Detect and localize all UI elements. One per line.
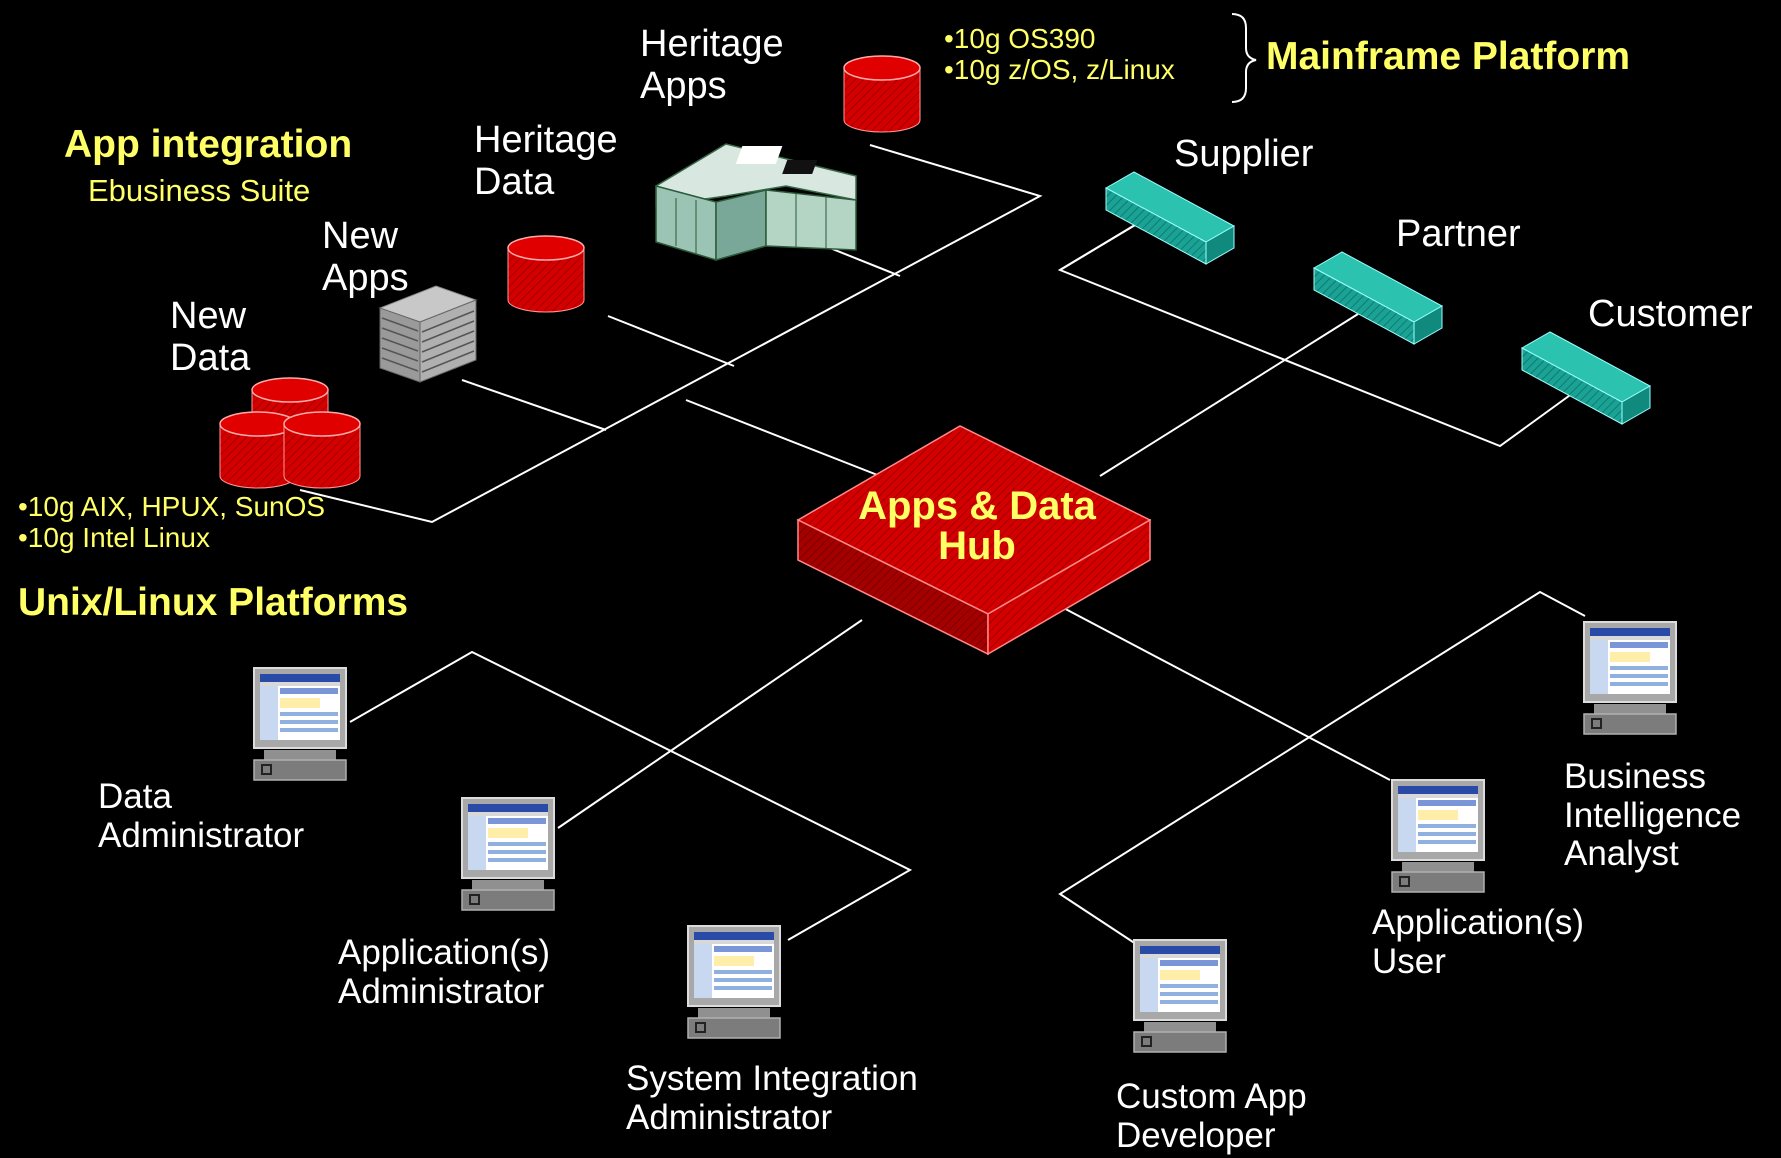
mainframe-platform-title: Mainframe Platform (1266, 35, 1631, 78)
mainframe-cabinet-icon (655, 143, 857, 262)
new-data-database-cluster-icon (219, 377, 361, 489)
app-user-label: Application(s)User (1372, 903, 1585, 981)
customer-box-icon (1521, 331, 1651, 425)
partner-label: Partner (1396, 213, 1521, 255)
customer-label: Customer (1588, 293, 1753, 335)
link-partner (1099, 313, 1359, 477)
link-hub-users (1055, 603, 1391, 781)
heritage-data-database-icon (507, 235, 585, 313)
ebusiness-suite-label: Ebusiness Suite (88, 173, 311, 208)
app-admin-label: Application(s)Administrator (338, 933, 551, 1011)
bi-analyst-workstation-icon (1583, 621, 1677, 735)
link-hub-admins (557, 619, 863, 829)
app-user-workstation-icon (1391, 779, 1485, 893)
server-rack-icon (378, 285, 478, 383)
custom-dev-workstation-icon (1133, 939, 1227, 1053)
unix-platforms-title: Unix/Linux Platforms (18, 581, 409, 624)
connection-lines (299, 144, 1586, 945)
link-hub-backbone (685, 399, 881, 477)
link-data-sys-admin (349, 650, 913, 941)
link-new-apps (461, 379, 607, 431)
app-integration-title: App integration (64, 123, 353, 166)
link-dev-bi (1058, 590, 1586, 945)
sys-int-admin-workstation-icon (687, 925, 781, 1039)
link-supplier (1059, 224, 1136, 271)
app-admin-workstation-icon (461, 797, 555, 911)
unix-os-list: •10g AIX, HPUX, SunOS•10g Intel Linux (18, 491, 326, 553)
link-unix-backbone (299, 144, 1043, 524)
mainframe-brace-icon (1231, 13, 1257, 103)
data-admin-workstation-icon (253, 667, 347, 781)
supplier-box-icon (1105, 171, 1235, 265)
supplier-label: Supplier (1174, 133, 1314, 175)
heritage-apps-database-icon (843, 55, 921, 133)
mainframe-os-list: •10g OS390•10g z/OS, z/Linux (944, 23, 1175, 85)
apps-data-hub-icon (796, 425, 1152, 656)
link-heritage-data (607, 315, 735, 367)
